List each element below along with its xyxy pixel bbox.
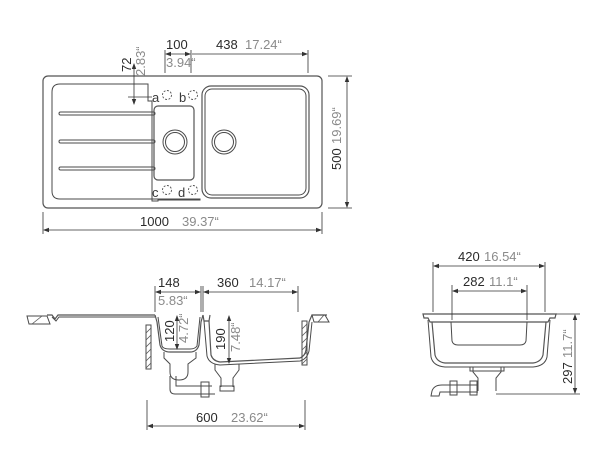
side-section-view: 420 16.54“ 282 11.1“ 297 11.7“ (422, 249, 580, 397)
dim-main-bowl-width-inch: 14.17“ (249, 275, 286, 290)
small-bowl-drain-fitting (163, 352, 197, 372)
side-waste-pipe (430, 384, 478, 397)
side-outer-bowl (431, 321, 547, 364)
dim-small-bowl-offset-inch: 3.94“ (166, 55, 196, 70)
dim-side-inner-width-mm: 282 (463, 274, 485, 289)
main-bowl-drain-fitting (214, 364, 240, 387)
dim-side-height-mm: 297 (560, 362, 575, 384)
dim-small-bowl-width-inch: 5.83“ (158, 293, 188, 308)
tap-holes: a b c d (152, 90, 198, 200)
front-section-view: 148 5.83“ 360 14.17“ 120 4.72“ 190 7.48“… (26, 275, 330, 430)
tap-label-d: d (178, 185, 185, 200)
drainer-grooves (58, 111, 156, 171)
main-bowl-drain (211, 129, 237, 155)
sink-outline (42, 75, 323, 209)
dim-small-bowl-depth-inch: 4.72“ (176, 313, 191, 343)
cabinet-wall-left (145, 324, 152, 370)
tap-label-c: c (152, 185, 159, 200)
tap-hole-a (162, 90, 172, 100)
dim-tap-offset-mm: 72 (119, 58, 134, 72)
small-bowl-section (154, 314, 204, 353)
top-view: a b c d 1000 39.37“ 500 19.69“ 72 2.83“ … (42, 37, 352, 234)
dim-small-bowl-depth-mm: 120 (162, 320, 177, 342)
dim-side-outer-width-mm: 420 (458, 249, 480, 264)
dim-overall-width-inch: 39.37“ (182, 214, 219, 229)
overflow-pipe (169, 376, 215, 395)
tap-hole-b (188, 90, 198, 100)
dim-tap-offset-inch: 2.83“ (133, 46, 148, 76)
dim-cabinet-width-mm: 600 (196, 410, 218, 425)
dim-main-bowl-width-mm: 360 (217, 275, 239, 290)
tap-label-a: a (152, 90, 160, 105)
pipe-nut (200, 381, 210, 398)
worktop-left (26, 315, 51, 325)
bowl-divider (202, 314, 211, 322)
dim-cabinet-width-inch: 23.62“ (231, 410, 268, 425)
tap-label-b: b (179, 90, 186, 105)
small-bowl-drain (162, 129, 188, 155)
dim-side-inner-width-inch: 11.1“ (489, 274, 518, 289)
dim-small-bowl-width-mm: 148 (158, 275, 180, 290)
dim-main-bowl-depth-mm: 190 (213, 328, 228, 350)
dim-side-height-inch: 11.7“ (560, 329, 575, 358)
dim-main-bowl-width-mm: 438 (216, 37, 238, 52)
worktop-right (311, 314, 330, 323)
dim-side-outer-width-inch: 16.54“ (484, 249, 521, 264)
tap-hole-c (162, 185, 172, 195)
small-bowl (153, 105, 195, 181)
side-rim (422, 313, 557, 323)
dim-main-bowl-depth-inch: 7.48“ (228, 322, 243, 352)
tap-hole-d (188, 185, 198, 195)
dim-small-bowl-offset-mm: 100 (166, 37, 188, 52)
main-bowl (201, 85, 310, 199)
dim-main-bowl-width-inch: 17.24“ (245, 37, 282, 52)
side-inner-bowl (450, 321, 528, 346)
dim-overall-depth-inch: 19.69“ (329, 107, 344, 144)
dim-overall-depth-mm: 500 (329, 148, 344, 170)
dim-overall-width-mm: 1000 (140, 214, 169, 229)
main-bowl-section (208, 314, 327, 363)
drainer-area (51, 83, 201, 202)
